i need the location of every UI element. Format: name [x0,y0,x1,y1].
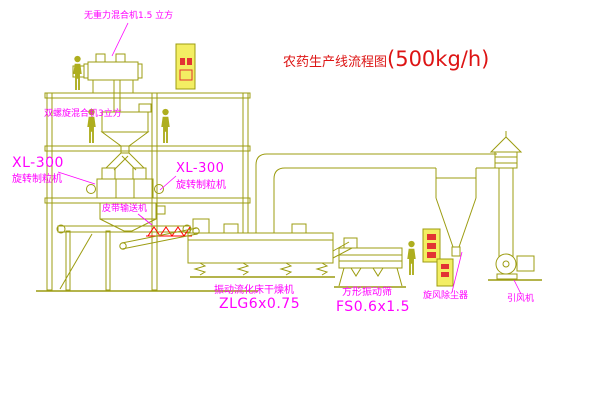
exhaust-duct [255,153,497,233]
control-cabinet-right-upper [422,228,441,263]
cone-mixer [100,103,152,154]
y-split-pipe [101,152,147,180]
diagram-title: 农药生产线流程图(500kg/h) [283,47,489,71]
label-dryer-model: ZLG6x0.75 [219,296,301,312]
diagram-title-text: 农药生产线流程图 [283,55,388,70]
rotary-granulator [86,178,164,199]
red-hatch-marking [146,226,192,237]
belt-conveyor [56,224,192,234]
person-icon [406,240,417,276]
discharge-hopper [99,202,166,232]
fluid-bed-dryer [187,218,353,278]
label-granulator-mid-model: XL-300 [176,161,225,176]
label-granulator-mid-name: 旋转制粒机 [176,180,226,191]
label-granulator-left-model: XL-300 [12,155,64,171]
label-sieve-name: 方形振动筛 [342,287,392,298]
label-granulator-left-name: 旋转制粒机 [12,174,62,185]
diagram-title-capacity: (500kg/h) [387,47,490,71]
vibrating-sieve [334,237,406,288]
control-cabinet-top [175,43,196,90]
label-dryer-name: 振动流化床干燥机 [214,285,294,296]
label-belt-conveyor: 皮带输送机 [102,204,148,214]
label-sieve-model: FS0.6x1.5 [336,299,411,315]
vent-stack [489,131,523,257]
cyclone-separator [435,168,477,257]
label-leader-lines [57,22,522,295]
person-icon [72,55,83,91]
label-cyclone: 旋风除尘器 [423,291,469,301]
person-icon [160,108,171,144]
induced-draft-fan [488,253,542,281]
building-structure [36,92,258,292]
label-paddle-mixer: 无重力混合机1.5 立方 [84,11,174,21]
label-fan: 引风机 [507,294,535,304]
paddle-mixer [72,53,143,113]
control-cabinet-right-lower [436,258,454,287]
label-cone-mixer: 双螺旋混合机3立方 [44,109,122,119]
